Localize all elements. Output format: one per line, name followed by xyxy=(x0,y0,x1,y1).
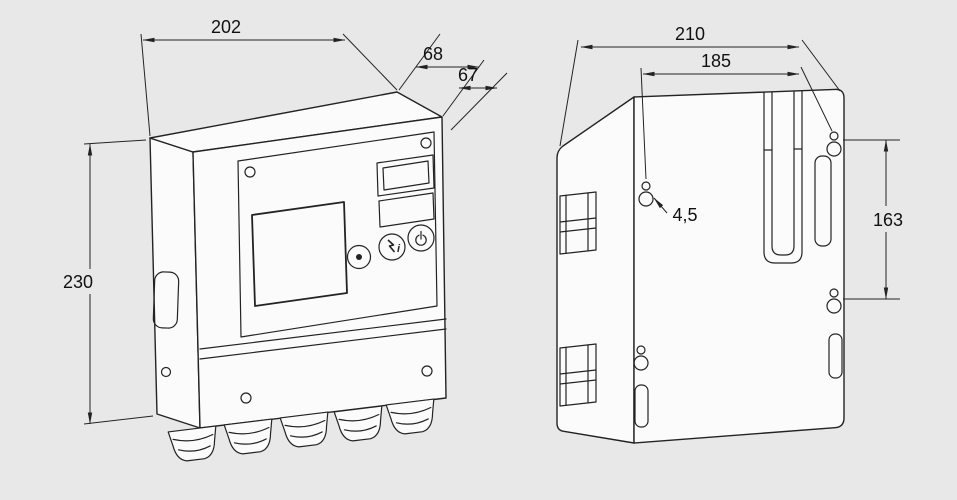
cover-seam xyxy=(199,318,447,350)
screw xyxy=(240,392,252,404)
extension-line xyxy=(559,39,579,147)
extension-line xyxy=(398,33,441,91)
housing-side-face xyxy=(149,137,201,429)
cable-gland xyxy=(279,411,329,448)
reset-button xyxy=(346,244,372,270)
side-slot xyxy=(814,155,832,247)
screw xyxy=(244,166,256,178)
cover-seam xyxy=(199,328,447,360)
mounting-hole xyxy=(638,191,654,207)
dim-rear-width-label: 210 xyxy=(675,24,705,44)
keyhole-top-left xyxy=(638,181,654,207)
cable-gland xyxy=(385,398,435,435)
extension-line xyxy=(83,139,147,145)
mounting-hole xyxy=(641,181,651,191)
extension-line xyxy=(140,33,151,137)
keyhole-bottom-left xyxy=(633,345,649,371)
dim-width-label: 202 xyxy=(211,17,241,37)
screw xyxy=(421,365,433,377)
mounting-clip-bottom xyxy=(559,343,597,407)
mounting-hole xyxy=(826,141,842,157)
reset-button-dot-icon xyxy=(356,254,362,260)
mounting-hole xyxy=(826,298,842,314)
dim-depth-body-label: 67 xyxy=(458,65,478,85)
dim-hole-diameter-label: 4,5 xyxy=(672,205,697,225)
extension-line xyxy=(83,415,154,425)
main-display xyxy=(251,201,348,307)
rear-view xyxy=(556,88,845,444)
extension-line xyxy=(800,66,833,132)
mounting-clip-top xyxy=(559,191,597,255)
front-view-dimensions: 202 68 67 230 xyxy=(56,17,508,425)
extension-line xyxy=(640,67,647,180)
power-button xyxy=(407,224,435,252)
info-button: i xyxy=(378,233,406,261)
lightning-icon xyxy=(387,239,396,253)
cable-gland xyxy=(167,425,217,462)
extension-line xyxy=(801,39,841,92)
dim-depth-total-label: 68 xyxy=(423,44,443,64)
keyhole-top-right xyxy=(826,131,842,157)
front-view: i xyxy=(149,91,447,462)
rear-back-face xyxy=(633,88,845,444)
screw xyxy=(420,137,432,149)
lcd-screen xyxy=(382,160,430,191)
mounting-hole xyxy=(829,288,839,298)
mounting-hole xyxy=(636,345,646,355)
mounting-channel-outer xyxy=(763,90,803,264)
side-label xyxy=(152,271,180,329)
mounting-hole xyxy=(829,131,839,141)
rear-view-dimensions: 210 185 4,5 163 xyxy=(559,24,911,300)
keyhole-bottom-right xyxy=(826,288,842,314)
mounting-channel-inner xyxy=(771,90,795,256)
cable-gland xyxy=(223,418,273,455)
type-label-plate xyxy=(378,192,435,228)
dim-hole-spacing-h-label: 185 xyxy=(701,51,731,71)
extension-line xyxy=(342,33,398,91)
hole-diameter-leader xyxy=(653,197,668,214)
lcd-window xyxy=(376,154,435,197)
screw xyxy=(160,366,172,378)
extension-line xyxy=(450,72,508,131)
door-outline xyxy=(237,131,438,338)
rear-side-face xyxy=(556,96,635,444)
dim-hole-spacing-v-label: 163 xyxy=(873,210,903,230)
dim-height-label: 230 xyxy=(63,272,93,292)
slot-bottom-left xyxy=(634,384,649,428)
cable-glands xyxy=(167,398,435,462)
mounting-hole xyxy=(633,355,649,371)
cable-gland xyxy=(333,405,383,442)
info-glyph: i xyxy=(397,243,401,255)
slot-bottom-right xyxy=(828,333,843,379)
